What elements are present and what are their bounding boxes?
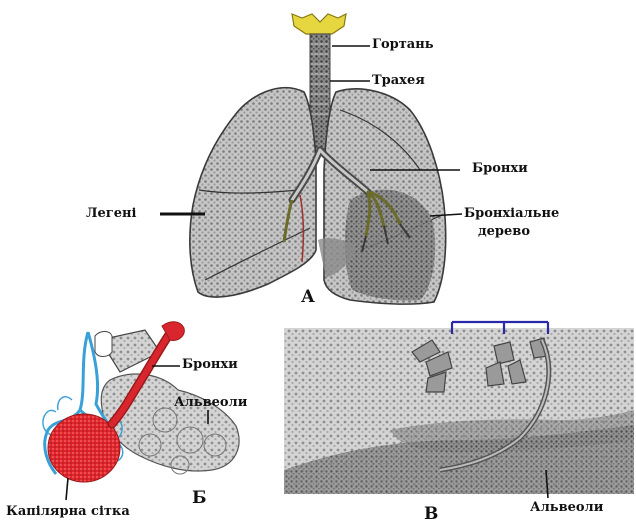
- panel-a-lungs: [190, 14, 446, 304]
- label-bronchi-b: Бронхи: [182, 358, 238, 371]
- label-alveoli-c: Альвеоли: [530, 501, 603, 514]
- larynx-shape: [292, 14, 346, 34]
- label-capillary-net: Капілярна сітка: [6, 505, 130, 518]
- panel-label-a: А: [301, 289, 315, 306]
- label-larynx: Гортань: [372, 38, 434, 51]
- panel-c-illustration: [284, 322, 634, 494]
- panel-label-b: Б: [192, 490, 207, 507]
- label-bronchial-tree-2: дерево: [478, 225, 530, 238]
- label-bronchial-tree-1: Бронхіальне: [464, 207, 559, 220]
- panel-label-c: В: [424, 506, 438, 523]
- label-lungs: Легені: [86, 207, 136, 220]
- label-bronchi-a: Бронхи: [472, 162, 528, 175]
- label-trachea: Трахея: [372, 74, 425, 87]
- label-alveoli-b: Альвеоли: [174, 396, 247, 409]
